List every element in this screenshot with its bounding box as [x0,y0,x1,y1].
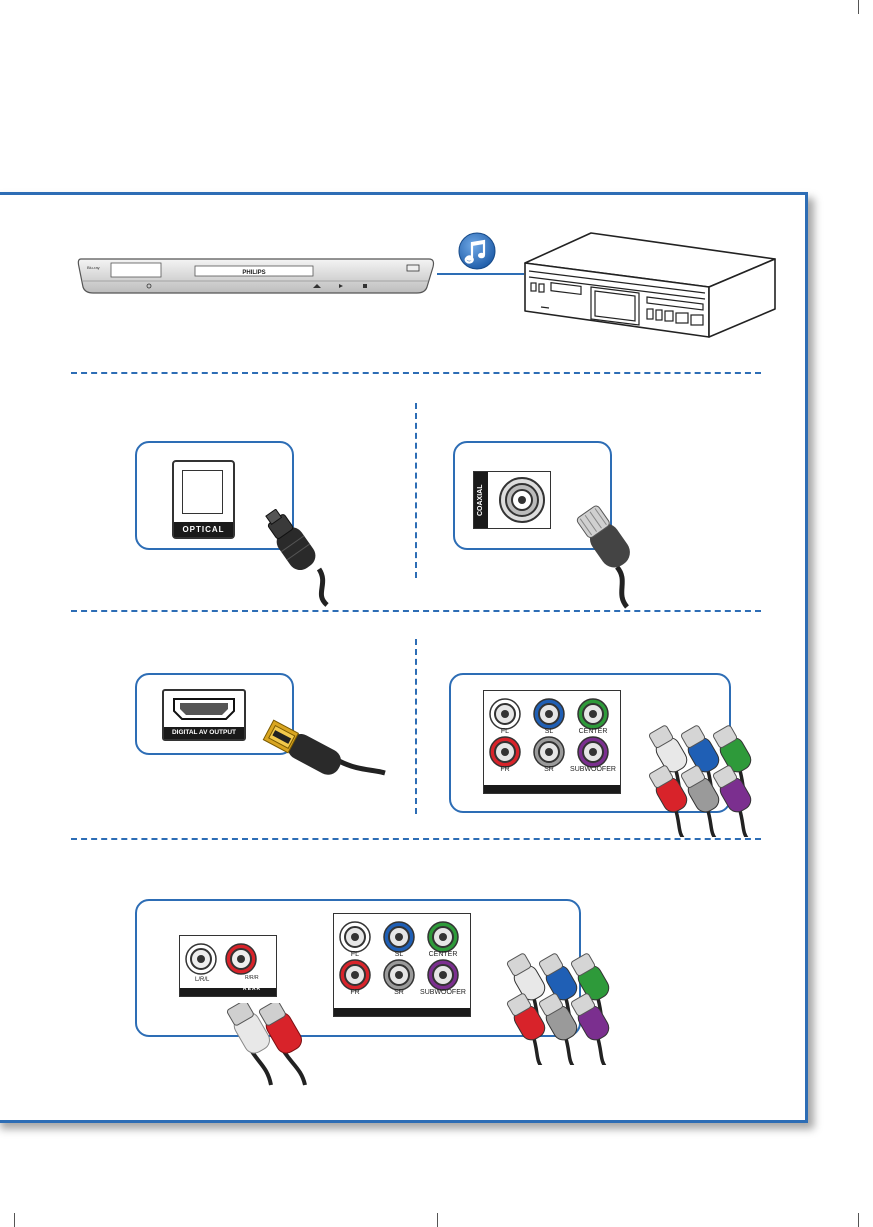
rear-jacks [185,943,257,975]
eject-icon [313,284,321,288]
crop-mark [858,0,859,14]
av-receiver [524,232,776,338]
jack-subwoofer [577,736,609,768]
rear-panel-label: REAR [243,986,262,992]
jack-sl [533,698,565,730]
jack-label-center: CENTER [578,728,608,735]
jack-sr [383,959,415,991]
divider [71,838,761,840]
optical-frame [135,441,294,550]
jack-fr [339,959,371,991]
rca-plug [506,993,546,1065]
jack-fl [489,698,521,730]
jack-label-subwoofer: SUBWOOFER [420,989,466,996]
multichannel-jacks-2 [339,921,459,991]
connection-diagram-panel: Blu-ray PHILIPS [0,192,808,1123]
optical-label: OPTICAL [174,522,233,537]
jack-subwoofer [427,959,459,991]
divider [71,372,761,374]
jack-center [427,921,459,953]
rear-right-label: R/R/R [245,975,259,981]
coaxial-frame [453,441,612,550]
multichannel-jacks [489,698,609,768]
rear-left-label: L/R/L [195,977,210,983]
hdmi-port: DIGITAL AV OUTPUT [162,689,246,741]
hdmi-frame [135,673,294,755]
divider [415,403,417,578]
multichannel-plugs-2 [506,953,610,1065]
coaxial-label: COAXIAL [474,472,488,528]
jack-label-fr: FR [500,766,510,773]
jack-label-sl: SL [394,951,404,958]
power-icon [146,283,152,289]
usb-port [406,264,420,272]
coaxial-cable [576,505,630,609]
jack-fl [339,921,371,953]
jack-label-fr: FR [350,989,360,996]
rca-plug [570,993,610,1065]
rca-plug [712,765,752,837]
multichannel-plugs [648,725,752,837]
rear-right-jack [225,943,257,975]
rca-plug [648,765,688,837]
jack-label-fl: FL [500,728,510,735]
player-logo: Blu-ray [87,265,100,270]
jack-label-sr: SR [394,989,404,996]
optical-cable [265,509,329,607]
coaxial-port: COAXIAL [473,471,551,529]
hdmi-label: DIGITAL AV OUTPUT [164,727,244,739]
jack-sl [383,921,415,953]
music-note-icon [458,232,496,270]
stop-icon [363,284,367,288]
rear-left-jack [185,943,217,975]
rca-plug [538,993,578,1065]
player-brand: PHILIPS [242,270,265,276]
jack-label-fl: FL [350,951,360,958]
play-icon [339,284,343,288]
rear-plugs [227,1003,307,1086]
crop-mark [437,1213,438,1227]
rca-plug [680,765,720,837]
optical-port: OPTICAL [172,460,235,539]
jack-sr [533,736,565,768]
crop-mark [14,1213,15,1227]
jack-label-sl: SL [544,728,554,735]
divider [415,639,417,814]
jack-label-center: CENTER [428,951,458,958]
bluray-player: Blu-ray PHILIPS [77,258,435,294]
hdmi-cable [262,719,386,776]
crop-mark [858,1213,859,1227]
divider [71,610,761,612]
jack-label-sr: SR [544,766,554,773]
jack-center [577,698,609,730]
connection-line [437,273,524,275]
jack-label-subwoofer: SUBWOOFER [570,766,616,773]
rca-plug [648,725,688,803]
jack-fr [489,736,521,768]
